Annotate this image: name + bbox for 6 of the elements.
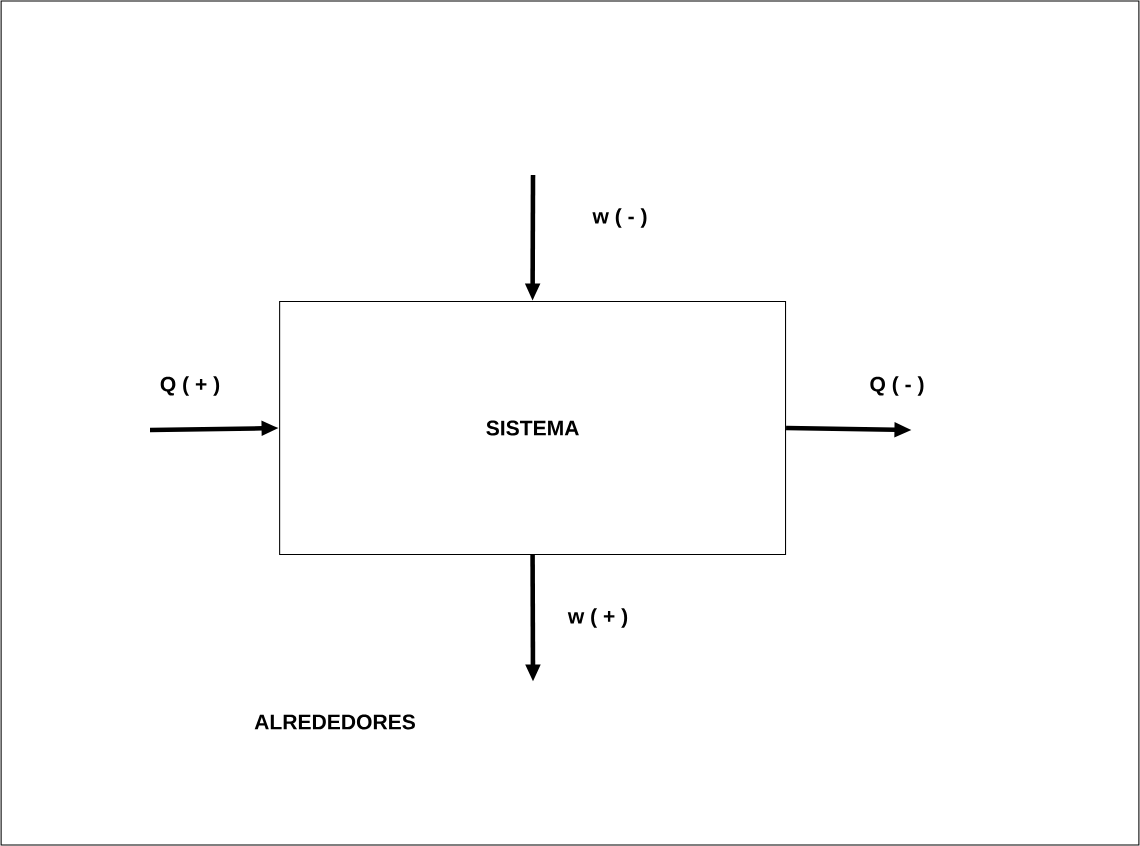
edge-label: Q ( - ) (870, 376, 924, 396)
region-label: ALREDEDORES (254, 714, 415, 730)
edge-label: w ( - ) (592, 208, 647, 228)
edge-label: w ( + ) (567, 608, 628, 628)
system-box: SISTEMA (279, 301, 787, 556)
edge-label: Q ( + ) (160, 376, 220, 396)
